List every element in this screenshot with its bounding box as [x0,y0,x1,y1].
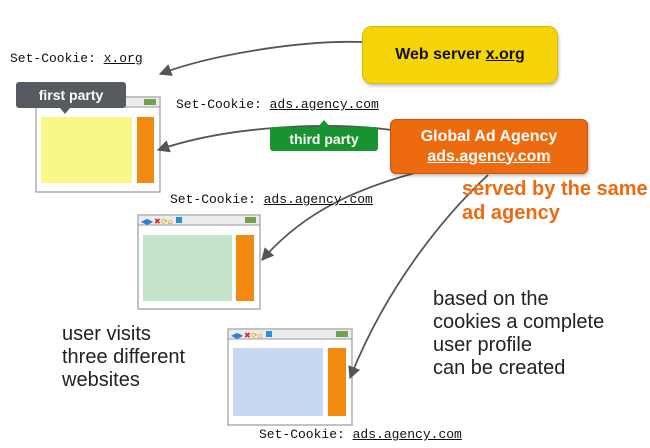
cookie-domain: x.org [103,51,143,66]
cookie-prefix: Set-Cookie: [176,97,270,112]
svg-text:◀▶: ◀▶ [231,331,244,340]
browser-window-2: ◀▶ ✖ ⟳⌂ [137,214,261,310]
served-by-same-agency-note: served by the same ad agency [462,178,648,224]
ad-slot-2 [236,235,254,301]
cookie-label-x-org: Set-Cookie: x.org [10,51,143,66]
website-content-3 [233,348,323,416]
cookie-domain: ads.agency.com [263,192,373,207]
first-party-pointer [60,108,70,114]
cookie-prefix: Set-Cookie: [170,192,264,207]
browser-window-3: ◀▶ ✖ ⟳⌂ [227,328,353,426]
website-content-1 [41,117,132,183]
arrow-agency-to-browser-3 [348,174,489,380]
ad-slot-3 [328,348,346,416]
ad-agency-name: Global Ad Agency [420,127,558,145]
ad-agency-box: Global Ad Agency ads.agency.com [390,119,588,174]
third-party-tag: third party [270,127,378,151]
arrow-agency-to-browser-2 [261,172,416,261]
ad-agency-domain: ads.agency.com [427,147,551,165]
first-party-tag: first party [16,82,126,108]
arrow-server-to-first-party [158,40,363,76]
cookie-domain: ads.agency.com [352,427,462,442]
user-profile-note: based on the cookies a complete user pro… [433,288,605,379]
browser-window-1 [35,96,161,193]
cookie-label-browser-3: Set-Cookie: ads.agency.com [259,427,462,442]
website-content-2 [143,235,232,301]
cookie-prefix: Set-Cookie: [10,51,104,66]
svg-text:⟳⌂: ⟳⌂ [251,331,263,340]
web-server-label: Web server [395,46,486,63]
svg-text:◀▶: ◀▶ [141,217,154,226]
svg-text:⟳⌂: ⟳⌂ [161,217,173,226]
third-party-pointer [318,120,330,127]
web-server-domain: x.org [485,46,525,63]
cookie-label-browser-2: Set-Cookie: ads.agency.com [170,192,373,207]
web-server-box: Web server x.org [362,26,558,84]
user-visits-note: user visits three different websites [62,323,186,391]
svg-text:✖: ✖ [244,331,251,340]
cookie-domain: ads.agency.com [269,97,379,112]
cookie-prefix: Set-Cookie: [259,427,353,442]
cookie-label-browser-1: Set-Cookie: ads.agency.com [176,97,379,112]
ad-slot-1 [137,117,154,183]
svg-text:✖: ✖ [154,217,161,226]
